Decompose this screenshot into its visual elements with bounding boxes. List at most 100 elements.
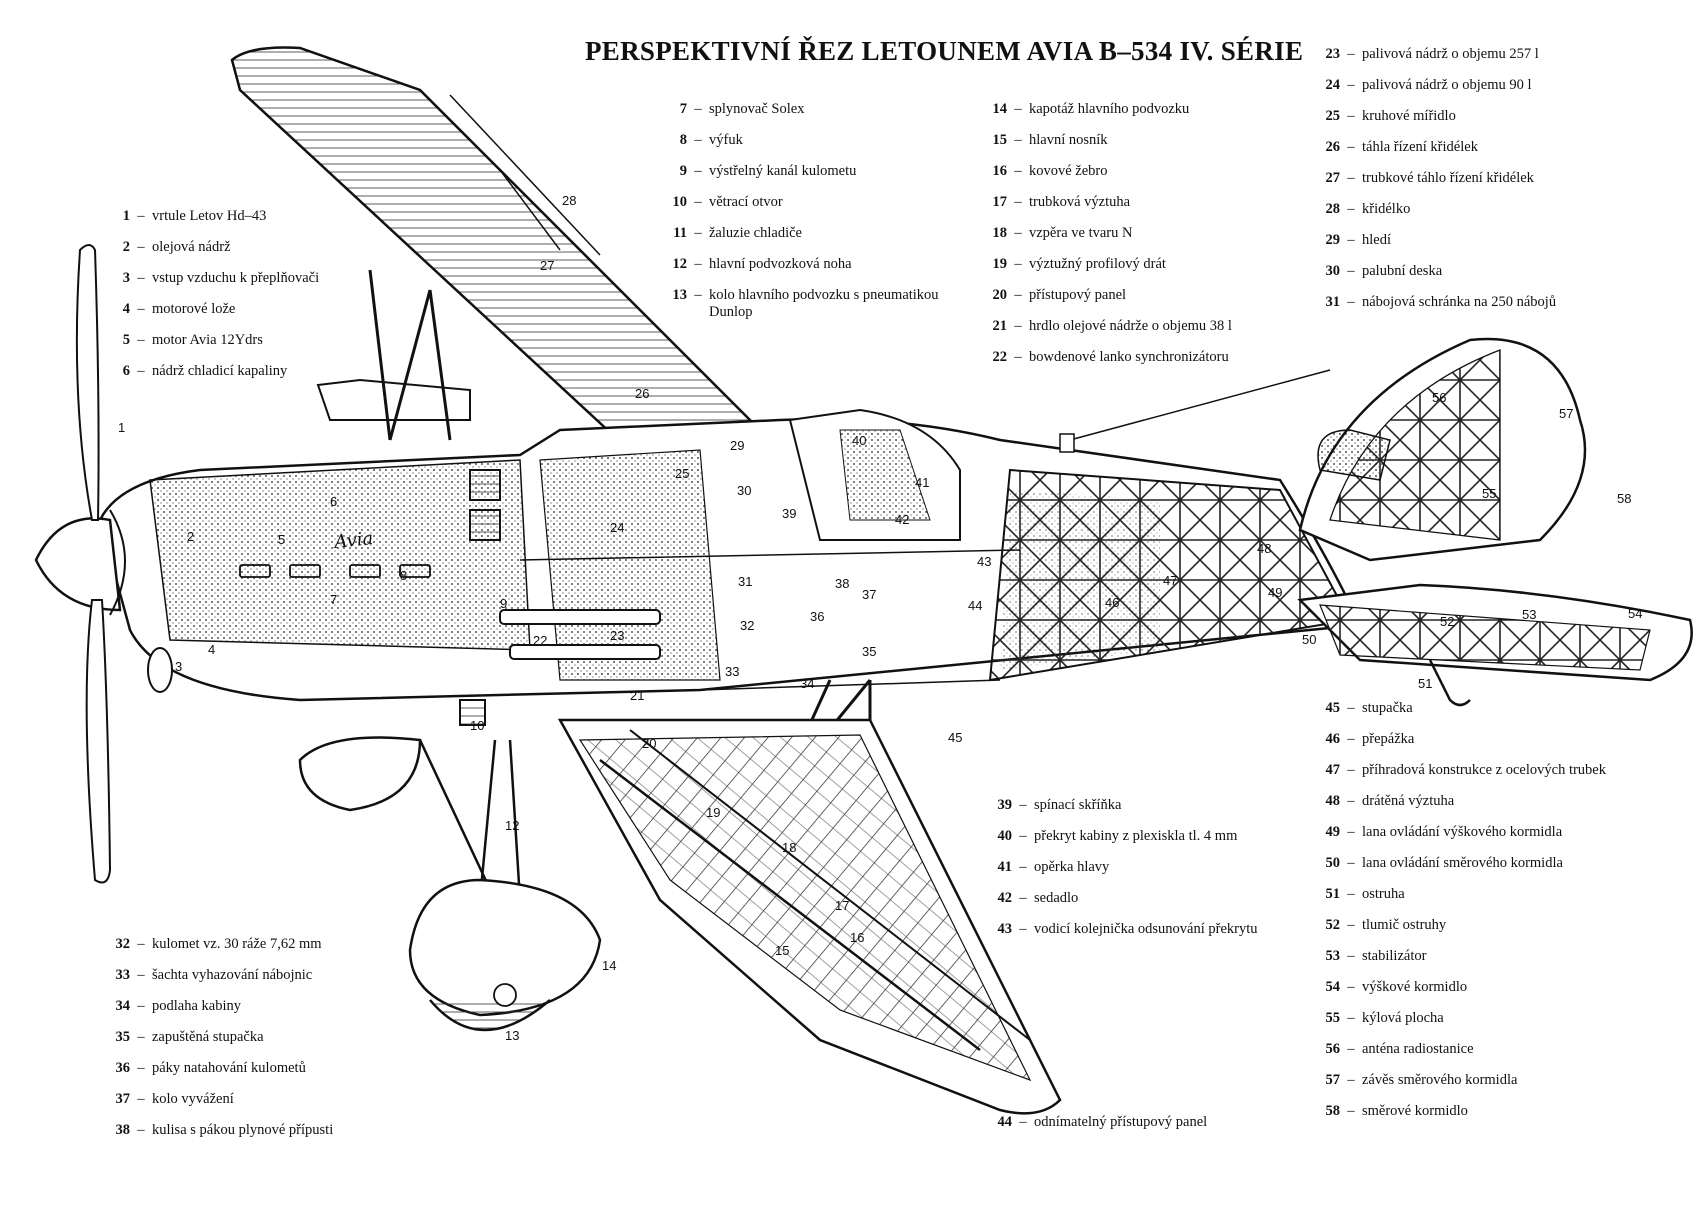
legend-dash: –: [1014, 256, 1022, 272]
callout-38: 38: [835, 576, 849, 591]
callout-13: 13: [505, 1028, 519, 1043]
legend-dash: –: [1347, 824, 1355, 840]
legend-dash: –: [694, 163, 702, 179]
callout-17: 17: [835, 898, 849, 913]
legend-text: žaluzie chladiče: [709, 225, 802, 241]
legend-item: 54–výškové kormidlo: [1318, 979, 1622, 996]
callout-9: 9: [500, 596, 507, 611]
legend-text: křidélko: [1362, 201, 1411, 217]
legend-dash: –: [694, 101, 702, 117]
legend-text: příhradová konstrukce z ocelových trubek: [1362, 762, 1606, 778]
callout-4: 4: [208, 642, 215, 657]
legend-item: 40–překryt kabiny z plexiskla tl. 4 mm: [990, 828, 1258, 845]
legend-text: kulomet vz. 30 ráže 7,62 mm: [152, 936, 322, 952]
legend-item: 3–vstup vzduchu k přeplňovači: [108, 270, 319, 287]
legend-number: 55: [1325, 1010, 1341, 1026]
rear-lower-wing: [316, 378, 471, 421]
legend-dash: –: [137, 239, 145, 255]
legend-text: kolo vyvážení: [152, 1091, 234, 1107]
legend-number: 13: [672, 287, 688, 303]
page-title: PERSPEKTIVNÍ ŘEZ LETOUNEM AVIA B–534 IV.…: [585, 36, 1304, 66]
legend-item: 24–palivová nádrž o objemu 90 l: [1318, 77, 1556, 94]
legend-dash: –: [1347, 1103, 1355, 1119]
legend-number: 35: [115, 1029, 131, 1045]
callout-15: 15: [775, 943, 789, 958]
callout-21: 21: [630, 688, 644, 703]
legend-item: 8–výfuk: [665, 132, 959, 149]
legend-item: 53–stabilizátor: [1318, 948, 1622, 965]
legend-dash: –: [694, 256, 702, 272]
legend-number: 43: [997, 921, 1013, 937]
legend-number: 44: [997, 1114, 1013, 1130]
legend-dash: –: [1014, 163, 1022, 179]
callout-22: 22: [533, 633, 547, 648]
legend-item: 30–palubní deska: [1318, 263, 1556, 280]
legend-text: olejová nádrž: [152, 239, 231, 255]
legend-item: 38–kulisa s pákou plynové přípusti: [108, 1122, 334, 1139]
legend-text: výztužný profilový drát: [1029, 256, 1166, 272]
lower-wing: [557, 718, 1062, 1115]
callout-23: 23: [610, 628, 624, 643]
callout-48: 48: [1257, 541, 1271, 556]
legend-dash: –: [1347, 793, 1355, 809]
legend-text: vzpěra ve tvaru N: [1029, 225, 1133, 241]
legend-dash: –: [1347, 170, 1355, 186]
legend-item: 26–táhla řízení křidélek: [1318, 139, 1556, 156]
legend-text: přepážka: [1362, 731, 1415, 747]
legend-item: 52–tlumič ostruhy: [1318, 917, 1622, 934]
legend-number: 17: [992, 194, 1008, 210]
legend-item: 17–trubková výztuha: [985, 194, 1232, 211]
legend-number: 31: [1325, 294, 1341, 310]
legend-number: 40: [997, 828, 1013, 844]
legend-item: 50–lana ovládání směrového kormidla: [1318, 855, 1622, 872]
legend-text: stupačka: [1362, 700, 1413, 716]
legend-text: palivová nádrž o objemu 90 l: [1362, 77, 1532, 93]
legend-dash: –: [1014, 132, 1022, 148]
legend-item: 28–křidélko: [1318, 201, 1556, 218]
legend-item: 20–přístupový panel: [985, 287, 1232, 304]
callout-8: 8: [400, 568, 407, 583]
legend-item: 51–ostruha: [1318, 886, 1622, 903]
legend-dash: –: [137, 967, 145, 983]
legend-item: 55–kýlová plocha: [1318, 1010, 1622, 1027]
legend-text: splynovač Solex: [709, 101, 805, 117]
legend-dash: –: [694, 194, 702, 210]
legend-dash: –: [137, 363, 145, 379]
legend-dash: –: [1347, 948, 1355, 964]
callout-18: 18: [782, 840, 796, 855]
callout-44: 44: [968, 598, 982, 613]
engine-nameplate: Avia: [331, 528, 374, 553]
legend-number: 4: [122, 301, 130, 317]
legend-number: 48: [1325, 793, 1341, 809]
legend-text: vrtule Letov Hd–43: [152, 208, 267, 224]
legend-item: 9–výstřelný kanál kulometu: [665, 163, 959, 180]
legend-text: výstřelný kanál kulometu: [709, 163, 857, 179]
legend-text: bowdenové lanko synchronizátoru: [1029, 349, 1229, 365]
legend-item: 46–přepážka: [1318, 731, 1622, 748]
legend-text: trubková výztuha: [1029, 194, 1131, 210]
legend-dash: –: [1347, 201, 1355, 217]
callout-43: 43: [977, 554, 991, 569]
legend-text: závěs směrového kormidla: [1362, 1072, 1518, 1088]
legend-number: 22: [992, 349, 1008, 365]
legend-text: překryt kabiny z plexiskla tl. 4 mm: [1034, 828, 1238, 844]
legend-number: 41: [997, 859, 1013, 875]
legend-number: 33: [115, 967, 131, 983]
callout-49: 49: [1268, 585, 1282, 600]
legend-text: výfuk: [709, 132, 743, 148]
legend-number: 30: [1325, 263, 1341, 279]
legend-dash: –: [694, 132, 702, 148]
legend-text: přístupový panel: [1029, 287, 1127, 303]
legend-number: 5: [122, 332, 130, 348]
legend-g: 44–odnímatelný přístupový panel: [990, 1114, 1208, 1145]
legend-number: 1: [122, 208, 130, 224]
legend-item: 41–opěrka hlavy: [990, 859, 1258, 876]
legend-dash: –: [1014, 349, 1022, 365]
legend-dash: –: [694, 287, 702, 303]
horizontal-stabilizer: [1297, 583, 1693, 682]
legend-dash: –: [1347, 731, 1355, 747]
callout-14: 14: [602, 958, 616, 973]
legend-number: 29: [1325, 232, 1341, 248]
legend-dash: –: [1347, 762, 1355, 778]
